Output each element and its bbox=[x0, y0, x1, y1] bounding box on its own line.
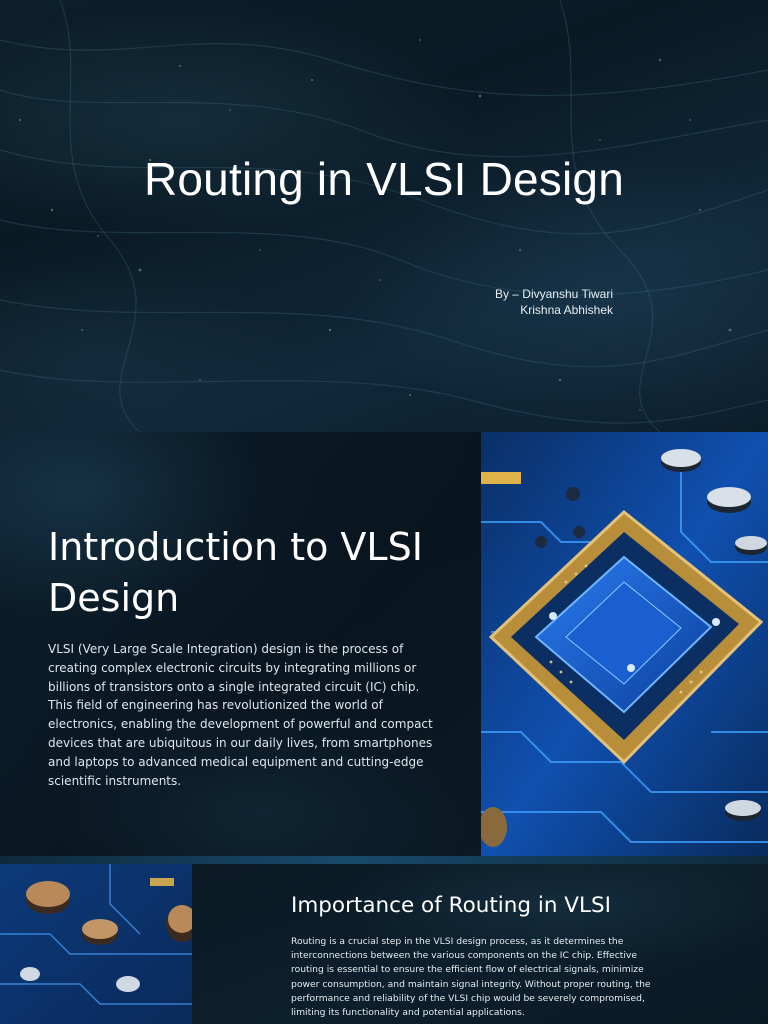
marble-texture-background bbox=[0, 0, 768, 432]
circuit-board-icon bbox=[0, 864, 192, 1024]
intro-slide: Introduction to VLSI Design VLSI (Very L… bbox=[0, 432, 768, 864]
presentation-title: Routing in VLSI Design bbox=[143, 153, 624, 205]
author-line-1: By – Divyanshu Tiwari bbox=[494, 287, 613, 301]
author-line-2: Krishna Abhishek bbox=[520, 303, 613, 317]
slide-divider bbox=[0, 856, 768, 864]
importance-body-text: Routing is a crucial step in the VLSI de… bbox=[291, 936, 651, 1019]
importance-slide: Importance of Routing in VLSI Routing is… bbox=[0, 864, 768, 1024]
intro-body-text: VLSI (Very Large Scale Integration) desi… bbox=[48, 642, 433, 788]
circuit-chip-icon bbox=[481, 432, 768, 864]
author-credits: By – Divyanshu Tiwari Krishna Abhishek bbox=[495, 286, 613, 318]
importance-heading: Importance of Routing in VLSI bbox=[291, 893, 611, 918]
title-slide: Routing in VLSI Design By – Divyanshu Ti… bbox=[0, 0, 768, 432]
intro-heading: Introduction to VLSI Design bbox=[48, 525, 423, 620]
intro-text-panel bbox=[0, 432, 481, 864]
